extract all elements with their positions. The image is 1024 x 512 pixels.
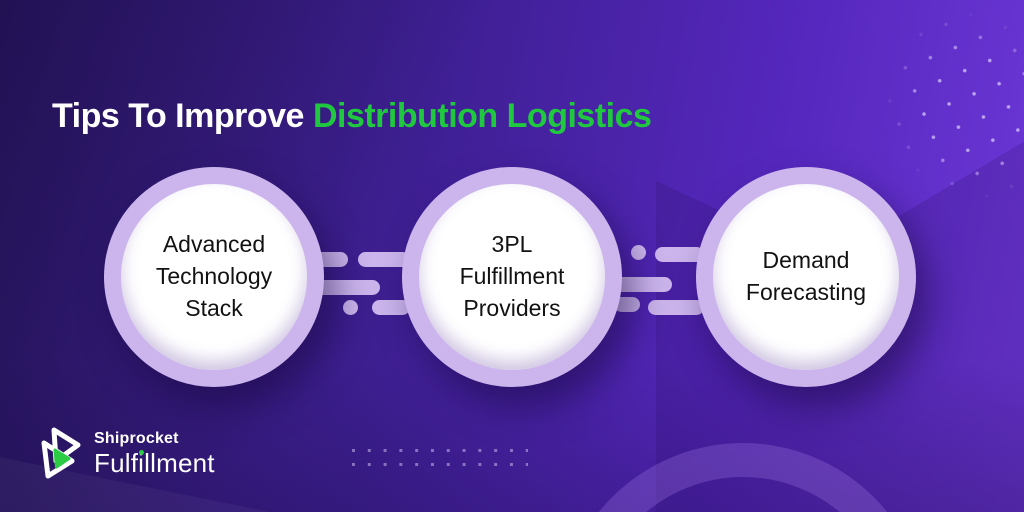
step-circle-2: 3PL Fulfillment Providers bbox=[402, 167, 622, 387]
dots-row-decoration bbox=[352, 463, 528, 466]
shiprocket-logo: Shiprocket Fulfillment bbox=[34, 424, 215, 482]
brand-name: Shiprocket bbox=[94, 429, 179, 447]
connector-dot bbox=[343, 300, 358, 315]
connector-dot bbox=[631, 245, 646, 260]
connector-pill bbox=[655, 247, 704, 262]
play-icon bbox=[53, 448, 71, 469]
step-label: Demand Forecasting bbox=[745, 247, 867, 305]
step-circle-1: Advanced Technology Stack bbox=[104, 167, 324, 387]
connector-pill bbox=[358, 252, 410, 267]
dots-row-decoration bbox=[352, 449, 528, 452]
connector-pill bbox=[614, 277, 672, 292]
shiprocket-logo-icon bbox=[41, 427, 81, 479]
connector-pill bbox=[372, 300, 410, 315]
connector-pill bbox=[648, 300, 704, 315]
connector-pill bbox=[614, 297, 640, 312]
product-name: Fulfillment bbox=[94, 447, 215, 478]
step-circle-3: Demand Forecasting bbox=[696, 167, 916, 387]
title-prefix: Tips To Improve bbox=[52, 96, 304, 135]
connector-pill bbox=[312, 280, 380, 295]
step-label: 3PL Fulfillment Providers bbox=[459, 231, 565, 321]
title-highlight: Distribution Logistics bbox=[312, 96, 652, 135]
step-label: Advanced Technology Stack bbox=[155, 231, 273, 321]
green-dotted-i: i bbox=[138, 447, 145, 478]
logo-text: Shiprocket Fulfillment bbox=[94, 429, 215, 478]
